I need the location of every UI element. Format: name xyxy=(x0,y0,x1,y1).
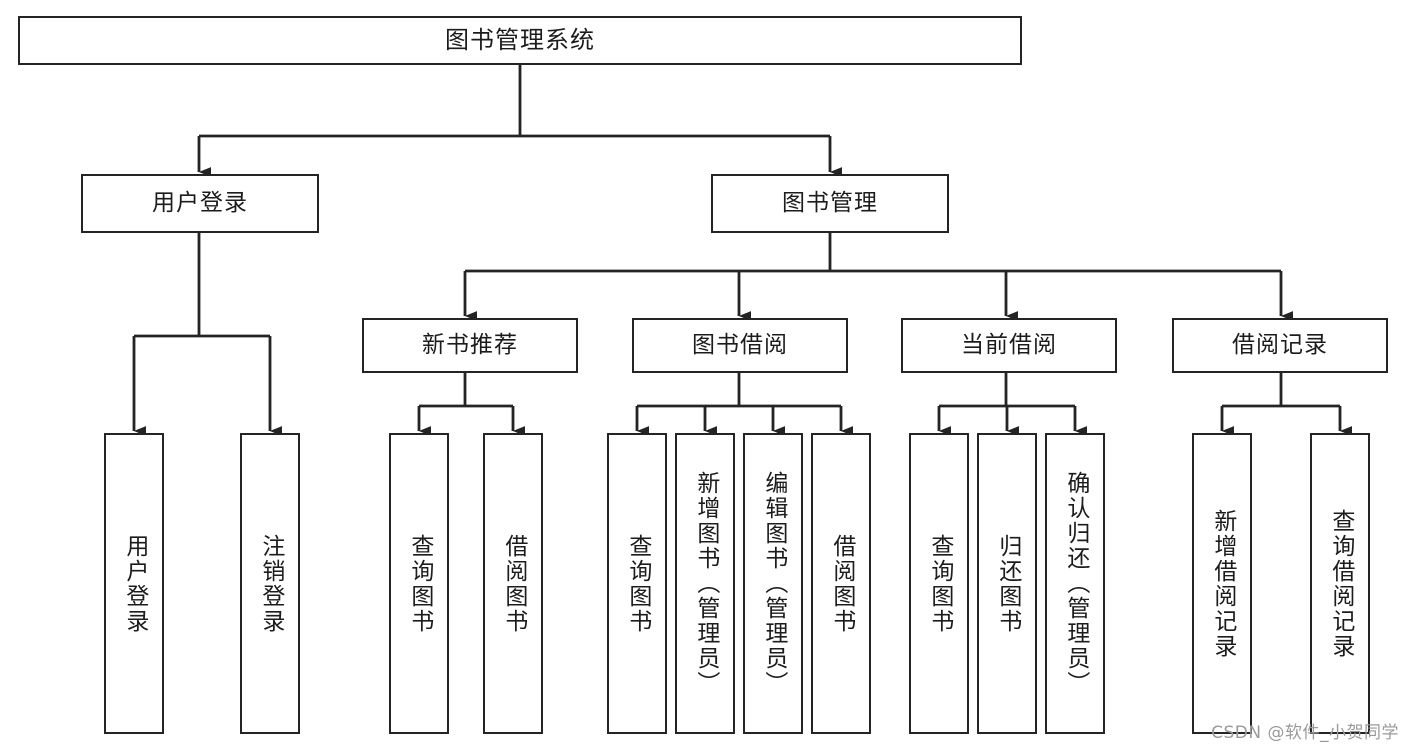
node-leaf-borrow-book-1-label: 借阅图书 xyxy=(500,533,527,634)
node-leaf-query-book-3-label: 查询图书 xyxy=(926,533,953,634)
node-user-login-label: 用户登录 xyxy=(152,189,248,216)
node-leaf-return-book[interactable]: 归还图书 xyxy=(977,433,1037,734)
watermark: CSDN @软件_小贺同学 xyxy=(1211,723,1399,743)
node-leaf-borrow-book-1[interactable]: 借阅图书 xyxy=(483,433,543,734)
node-leaf-edit-book-label: 编辑图书（管理员） xyxy=(760,471,787,696)
node-leaf-query-record-label: 查询借阅记录 xyxy=(1327,508,1354,659)
node-leaf-query-book-1-label: 查询图书 xyxy=(406,533,433,634)
node-book-borrow-label: 图书借阅 xyxy=(692,331,788,358)
node-root[interactable]: 图书管理系统 xyxy=(18,16,1022,65)
node-current-borrow-label: 当前借阅 xyxy=(961,331,1057,358)
node-leaf-user-login-label: 用户登录 xyxy=(121,533,148,634)
node-leaf-confirm-return-label: 确认归还（管理员） xyxy=(1062,471,1089,696)
node-leaf-add-book-label: 新增图书（管理员） xyxy=(692,471,719,696)
node-leaf-query-book-1[interactable]: 查询图书 xyxy=(389,433,449,734)
node-book-borrow[interactable]: 图书借阅 xyxy=(632,318,848,373)
node-leaf-add-book[interactable]: 新增图书（管理员） xyxy=(675,433,735,734)
node-leaf-query-record[interactable]: 查询借阅记录 xyxy=(1310,433,1370,734)
node-leaf-confirm-return[interactable]: 确认归还（管理员） xyxy=(1045,433,1105,734)
node-leaf-query-book-2[interactable]: 查询图书 xyxy=(607,433,667,734)
node-book-manage-label: 图书管理 xyxy=(782,189,878,216)
node-leaf-borrow-book-2-label: 借阅图书 xyxy=(828,533,855,634)
node-root-label: 图书管理系统 xyxy=(445,26,595,55)
node-leaf-logout-label: 注销登录 xyxy=(257,533,284,634)
node-book-manage[interactable]: 图书管理 xyxy=(711,174,949,233)
node-leaf-add-record-label: 新增借阅记录 xyxy=(1209,508,1236,659)
node-new-book-rec[interactable]: 新书推荐 xyxy=(362,318,578,373)
node-leaf-logout[interactable]: 注销登录 xyxy=(240,433,300,734)
node-leaf-return-book-label: 归还图书 xyxy=(994,533,1021,634)
node-leaf-query-book-2-label: 查询图书 xyxy=(624,533,651,634)
node-user-login[interactable]: 用户登录 xyxy=(81,174,319,233)
node-leaf-borrow-book-2[interactable]: 借阅图书 xyxy=(811,433,871,734)
node-leaf-edit-book[interactable]: 编辑图书（管理员） xyxy=(743,433,803,734)
node-borrow-record[interactable]: 借阅记录 xyxy=(1172,318,1388,373)
node-leaf-user-login[interactable]: 用户登录 xyxy=(104,433,164,734)
node-current-borrow[interactable]: 当前借阅 xyxy=(901,318,1117,373)
node-leaf-add-record[interactable]: 新增借阅记录 xyxy=(1192,433,1252,734)
node-borrow-record-label: 借阅记录 xyxy=(1232,331,1328,358)
node-leaf-query-book-3[interactable]: 查询图书 xyxy=(909,433,969,734)
node-new-book-rec-label: 新书推荐 xyxy=(422,331,518,358)
